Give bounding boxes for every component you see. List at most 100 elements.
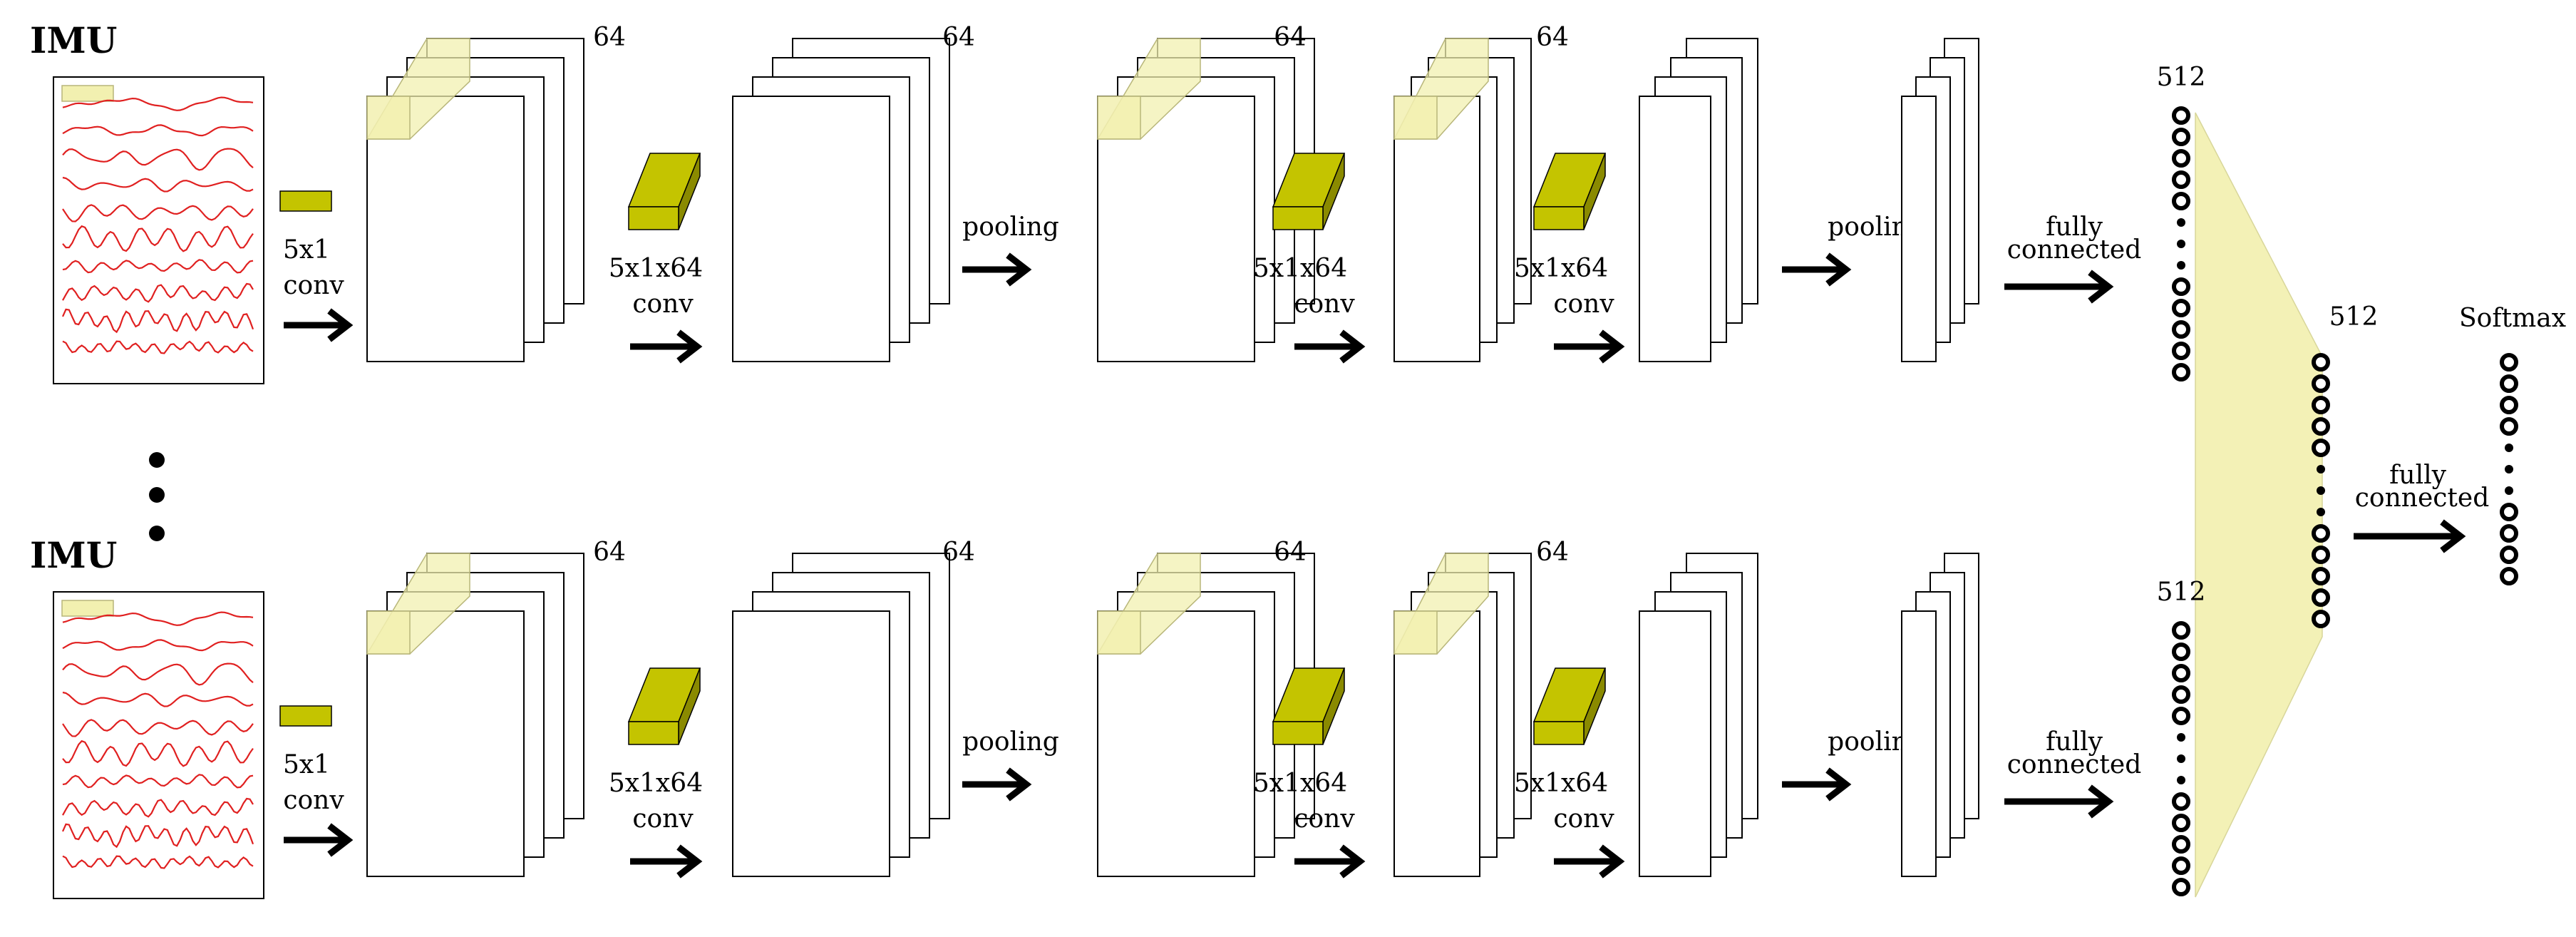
conv1-arrow — [284, 823, 354, 857]
kernel-front — [628, 721, 679, 745]
neuron — [2500, 417, 2518, 436]
neuron — [2172, 277, 2190, 296]
signal-trace — [62, 96, 254, 111]
fc-arrow — [2004, 270, 2114, 304]
ellipsis-dot — [149, 526, 165, 541]
fc-merge-region — [2195, 112, 2323, 898]
conv3-depth-label: 64 — [1274, 23, 1307, 52]
neuron — [2172, 192, 2190, 210]
fc-arrow — [2004, 784, 2114, 819]
signal-trace — [62, 739, 254, 767]
neuron — [2172, 149, 2190, 168]
conv3-kernel-label: 5x1x64 — [1253, 254, 1347, 283]
conv1-arrow-head — [327, 308, 354, 342]
signal-trace — [61, 823, 254, 849]
ellipsis-dot — [2317, 486, 2325, 495]
pool1-arrow-head — [1006, 252, 1032, 287]
fc-neurons-top — [2172, 106, 2190, 382]
conv1-depth-label: 64 — [593, 538, 626, 567]
conv2-kernel — [627, 667, 701, 745]
conv1-feature-maps — [366, 553, 584, 877]
conv2-arrow-head — [676, 844, 703, 879]
conv2-depth-label: 64 — [942, 538, 975, 567]
signal-trace — [62, 176, 254, 193]
feature-map-sheet — [366, 610, 525, 877]
neuron — [2172, 685, 2190, 704]
neuron — [2312, 396, 2330, 414]
conv2-op-label: conv — [632, 804, 694, 834]
ellipsis-dot — [2505, 444, 2513, 452]
pool2-feature-maps — [1901, 553, 1979, 877]
pool1-arrow — [962, 252, 1032, 287]
ellipsis-dot — [149, 452, 165, 468]
feature-map-sheet — [1639, 610, 1711, 877]
conv1-kernel-label: 5x1 — [283, 235, 330, 265]
merged-neurons — [2312, 353, 2330, 628]
imu-label: IMU — [30, 534, 117, 576]
neuron — [2500, 546, 2518, 564]
conv1-feature-maps — [366, 38, 584, 362]
conv1-depth-label: 64 — [593, 23, 626, 52]
neuron — [2500, 396, 2518, 414]
neuron — [2172, 835, 2190, 854]
fc-neurons-bottom — [2172, 621, 2190, 896]
ellipsis-dot — [2177, 733, 2185, 742]
signal-trace — [62, 124, 254, 137]
final-fc-arrow — [2354, 519, 2466, 553]
signal-trace — [62, 204, 254, 222]
ellipsis-dot — [2177, 754, 2185, 763]
neuron — [2312, 353, 2330, 372]
conv4-depth-label: 64 — [1536, 538, 1569, 567]
kernel-front — [1533, 721, 1585, 745]
fc-label-line1: fully — [2046, 213, 2103, 242]
conv4-kernel — [1532, 667, 1607, 745]
conv2-arrow-head — [676, 329, 703, 364]
receptive-field-front — [366, 96, 411, 140]
ellipsis-dot — [149, 487, 165, 503]
neuron — [2500, 524, 2518, 543]
conv1-kernel — [279, 705, 332, 727]
conv2-kernel — [627, 153, 701, 230]
neuron — [2312, 588, 2330, 607]
pool1-arrow — [962, 767, 1032, 802]
feature-map-sheet — [1393, 96, 1480, 362]
fc-label-line1: fully — [2046, 727, 2103, 757]
neuron — [2172, 856, 2190, 875]
feature-map-sheet — [1393, 610, 1480, 877]
feature-map-sheet — [1097, 610, 1255, 877]
signal-trace — [62, 225, 254, 252]
pool2-arrow-head — [1825, 252, 1852, 287]
fc-arrow-head — [2088, 270, 2114, 304]
conv4-arrow — [1554, 329, 1625, 364]
conv4-feature-maps — [1639, 38, 1758, 362]
pool1-label: pooling — [962, 727, 1059, 757]
signal-window-highlight — [61, 85, 114, 102]
final-fc-label-line1: fully — [2389, 461, 2447, 490]
neuron — [2500, 374, 2518, 393]
conv2-feature-maps — [732, 553, 950, 877]
conv1-arrow-head — [327, 823, 354, 857]
ellipsis-dot — [2177, 240, 2185, 248]
conv2-op-label: conv — [632, 290, 694, 319]
stream-1: IMU5x1conv645x1x64conv64pooling645x1x64c… — [30, 19, 2205, 384]
pool2-arrow — [1782, 252, 1852, 287]
receptive-field-front — [1393, 96, 1438, 140]
signal-trace — [62, 282, 254, 303]
pool2-feature-maps — [1901, 38, 1979, 362]
neuron — [2312, 374, 2330, 393]
feature-map-sheet — [1901, 610, 1937, 877]
conv4-kernel-label: 5x1x64 — [1514, 769, 1608, 798]
ellipsis-dot — [2317, 508, 2325, 516]
signal-frame — [53, 591, 264, 899]
kernel-front — [628, 206, 679, 230]
signal-trace — [62, 719, 254, 737]
conv4-depth-label: 64 — [1536, 23, 1569, 52]
neuron — [2172, 363, 2190, 382]
conv2-depth-label: 64 — [942, 23, 975, 52]
neuron — [2312, 524, 2330, 543]
conv4-kernel-label: 5x1x64 — [1514, 254, 1608, 283]
neuron — [2172, 792, 2190, 811]
signal-trace — [61, 308, 254, 334]
signal-trace — [62, 148, 254, 171]
